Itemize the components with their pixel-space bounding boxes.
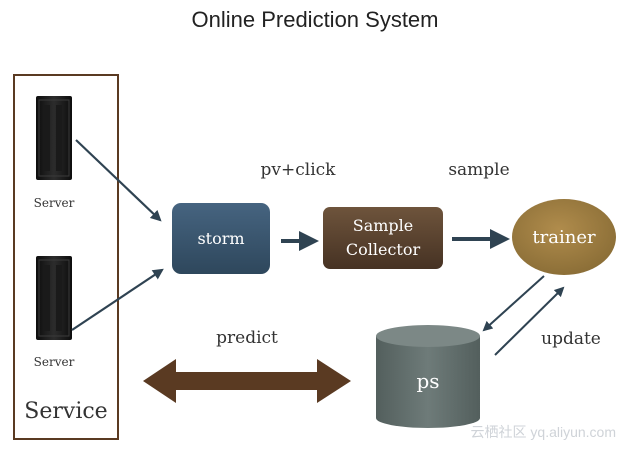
sample-label: sample — [448, 160, 509, 180]
server-icon — [36, 96, 72, 180]
pv-click-label: pv+click — [261, 160, 337, 180]
server1-to-storm-arrow — [75, 139, 162, 222]
trainer-to-ps-arrow — [482, 275, 545, 332]
ps-to-trainer-arrow — [494, 286, 565, 356]
server-label: Server — [34, 196, 75, 210]
server-icon — [36, 256, 72, 340]
predict-double-arrow — [143, 359, 351, 403]
collector-label-line2: Collector — [346, 240, 421, 259]
diagram-title: Online Prediction System — [192, 7, 439, 32]
server-label: Server — [34, 355, 75, 369]
server2-to-storm-arrow — [71, 268, 164, 331]
predict-label: predict — [216, 328, 278, 348]
service-border — [13, 74, 119, 440]
trainer-label: trainer — [532, 227, 596, 248]
collector-label-line1: Sample — [353, 216, 414, 235]
service-group: Server Server Service — [13, 74, 119, 440]
trainer-node: trainer — [512, 199, 616, 275]
service-label: Service — [24, 399, 107, 424]
watermark: 云栖社区 yq.aliyun.com — [471, 424, 616, 440]
update-label: update — [541, 329, 601, 349]
storm-node: storm — [172, 203, 270, 274]
storm-label: storm — [197, 229, 244, 248]
ps-node: ps — [376, 325, 480, 428]
ps-label: ps — [416, 369, 439, 393]
sample-collector-node: Sample Collector — [323, 207, 443, 269]
